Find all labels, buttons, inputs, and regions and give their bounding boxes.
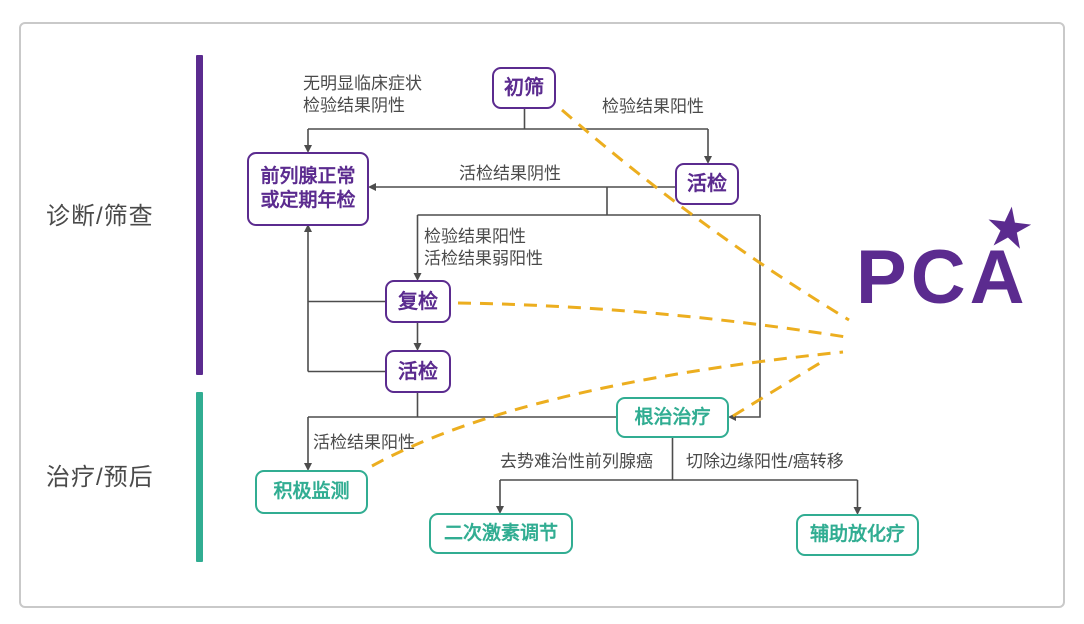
edge-label-retest-condition: 检验结果阳性 活检结果弱阳性: [424, 226, 543, 270]
node-label-line1: 前列腺正常: [260, 166, 356, 187]
edge-label-line: 活检结果弱阳性: [424, 249, 543, 268]
node-label: 积极监测: [273, 481, 350, 502]
treatment-section-bar: [196, 392, 203, 562]
edge-label-line: 检验结果阴性: [303, 96, 405, 115]
node-label: 活检: [398, 360, 438, 383]
diagnosis-section-label: 诊断/筛查: [46, 203, 154, 230]
edge-label-biopsy-negative: 活检结果阴性: [459, 164, 561, 183]
edge-label-castration-resistant: 去势难治性前列腺癌: [500, 452, 653, 471]
edge-label-biopsy-positive: 活检结果阳性: [313, 433, 415, 452]
edge-label-test-positive: 检验结果阳性: [602, 97, 704, 116]
treatment-section-label: 治疗/预后: [46, 464, 154, 491]
node-label: 二次激素调节: [443, 522, 558, 544]
node-label: 初筛: [504, 77, 544, 99]
node-label: 活检: [687, 173, 727, 195]
edge-label-no-symptoms: 无明显临床症状 检验结果阴性: [303, 73, 422, 117]
node-active-monitoring: 积极监测: [255, 470, 368, 514]
edge-label-line: 检验结果阳性: [424, 227, 526, 246]
diagnosis-section-bar: [196, 55, 203, 375]
node-label: 辅助放化疗: [809, 524, 905, 545]
node-label: 复检: [398, 290, 438, 313]
node-secondary-hormone: 二次激素调节: [429, 513, 573, 554]
node-biopsy-2: 活检: [385, 350, 451, 393]
node-adjuvant-radiochemo: 辅助放化疗: [796, 514, 919, 556]
star-icon: ★: [980, 193, 1038, 262]
node-label-line2: 或定期年检: [260, 190, 356, 211]
node-radical-treatment: 根治治疗: [616, 397, 729, 438]
node-biopsy-1: 活检: [675, 163, 739, 205]
node-initial-screening: 初筛: [492, 67, 556, 109]
node-label: 根治治疗: [634, 406, 711, 428]
edge-label-margin-positive: 切除边缘阳性/癌转移: [686, 452, 844, 471]
pca-logo-text: PCA: [856, 235, 1029, 320]
node-recheck: 复检: [385, 280, 451, 323]
node-prostate-normal: 前列腺正常 或定期年检: [247, 152, 369, 226]
edge-label-line: 无明显临床症状: [303, 74, 422, 93]
